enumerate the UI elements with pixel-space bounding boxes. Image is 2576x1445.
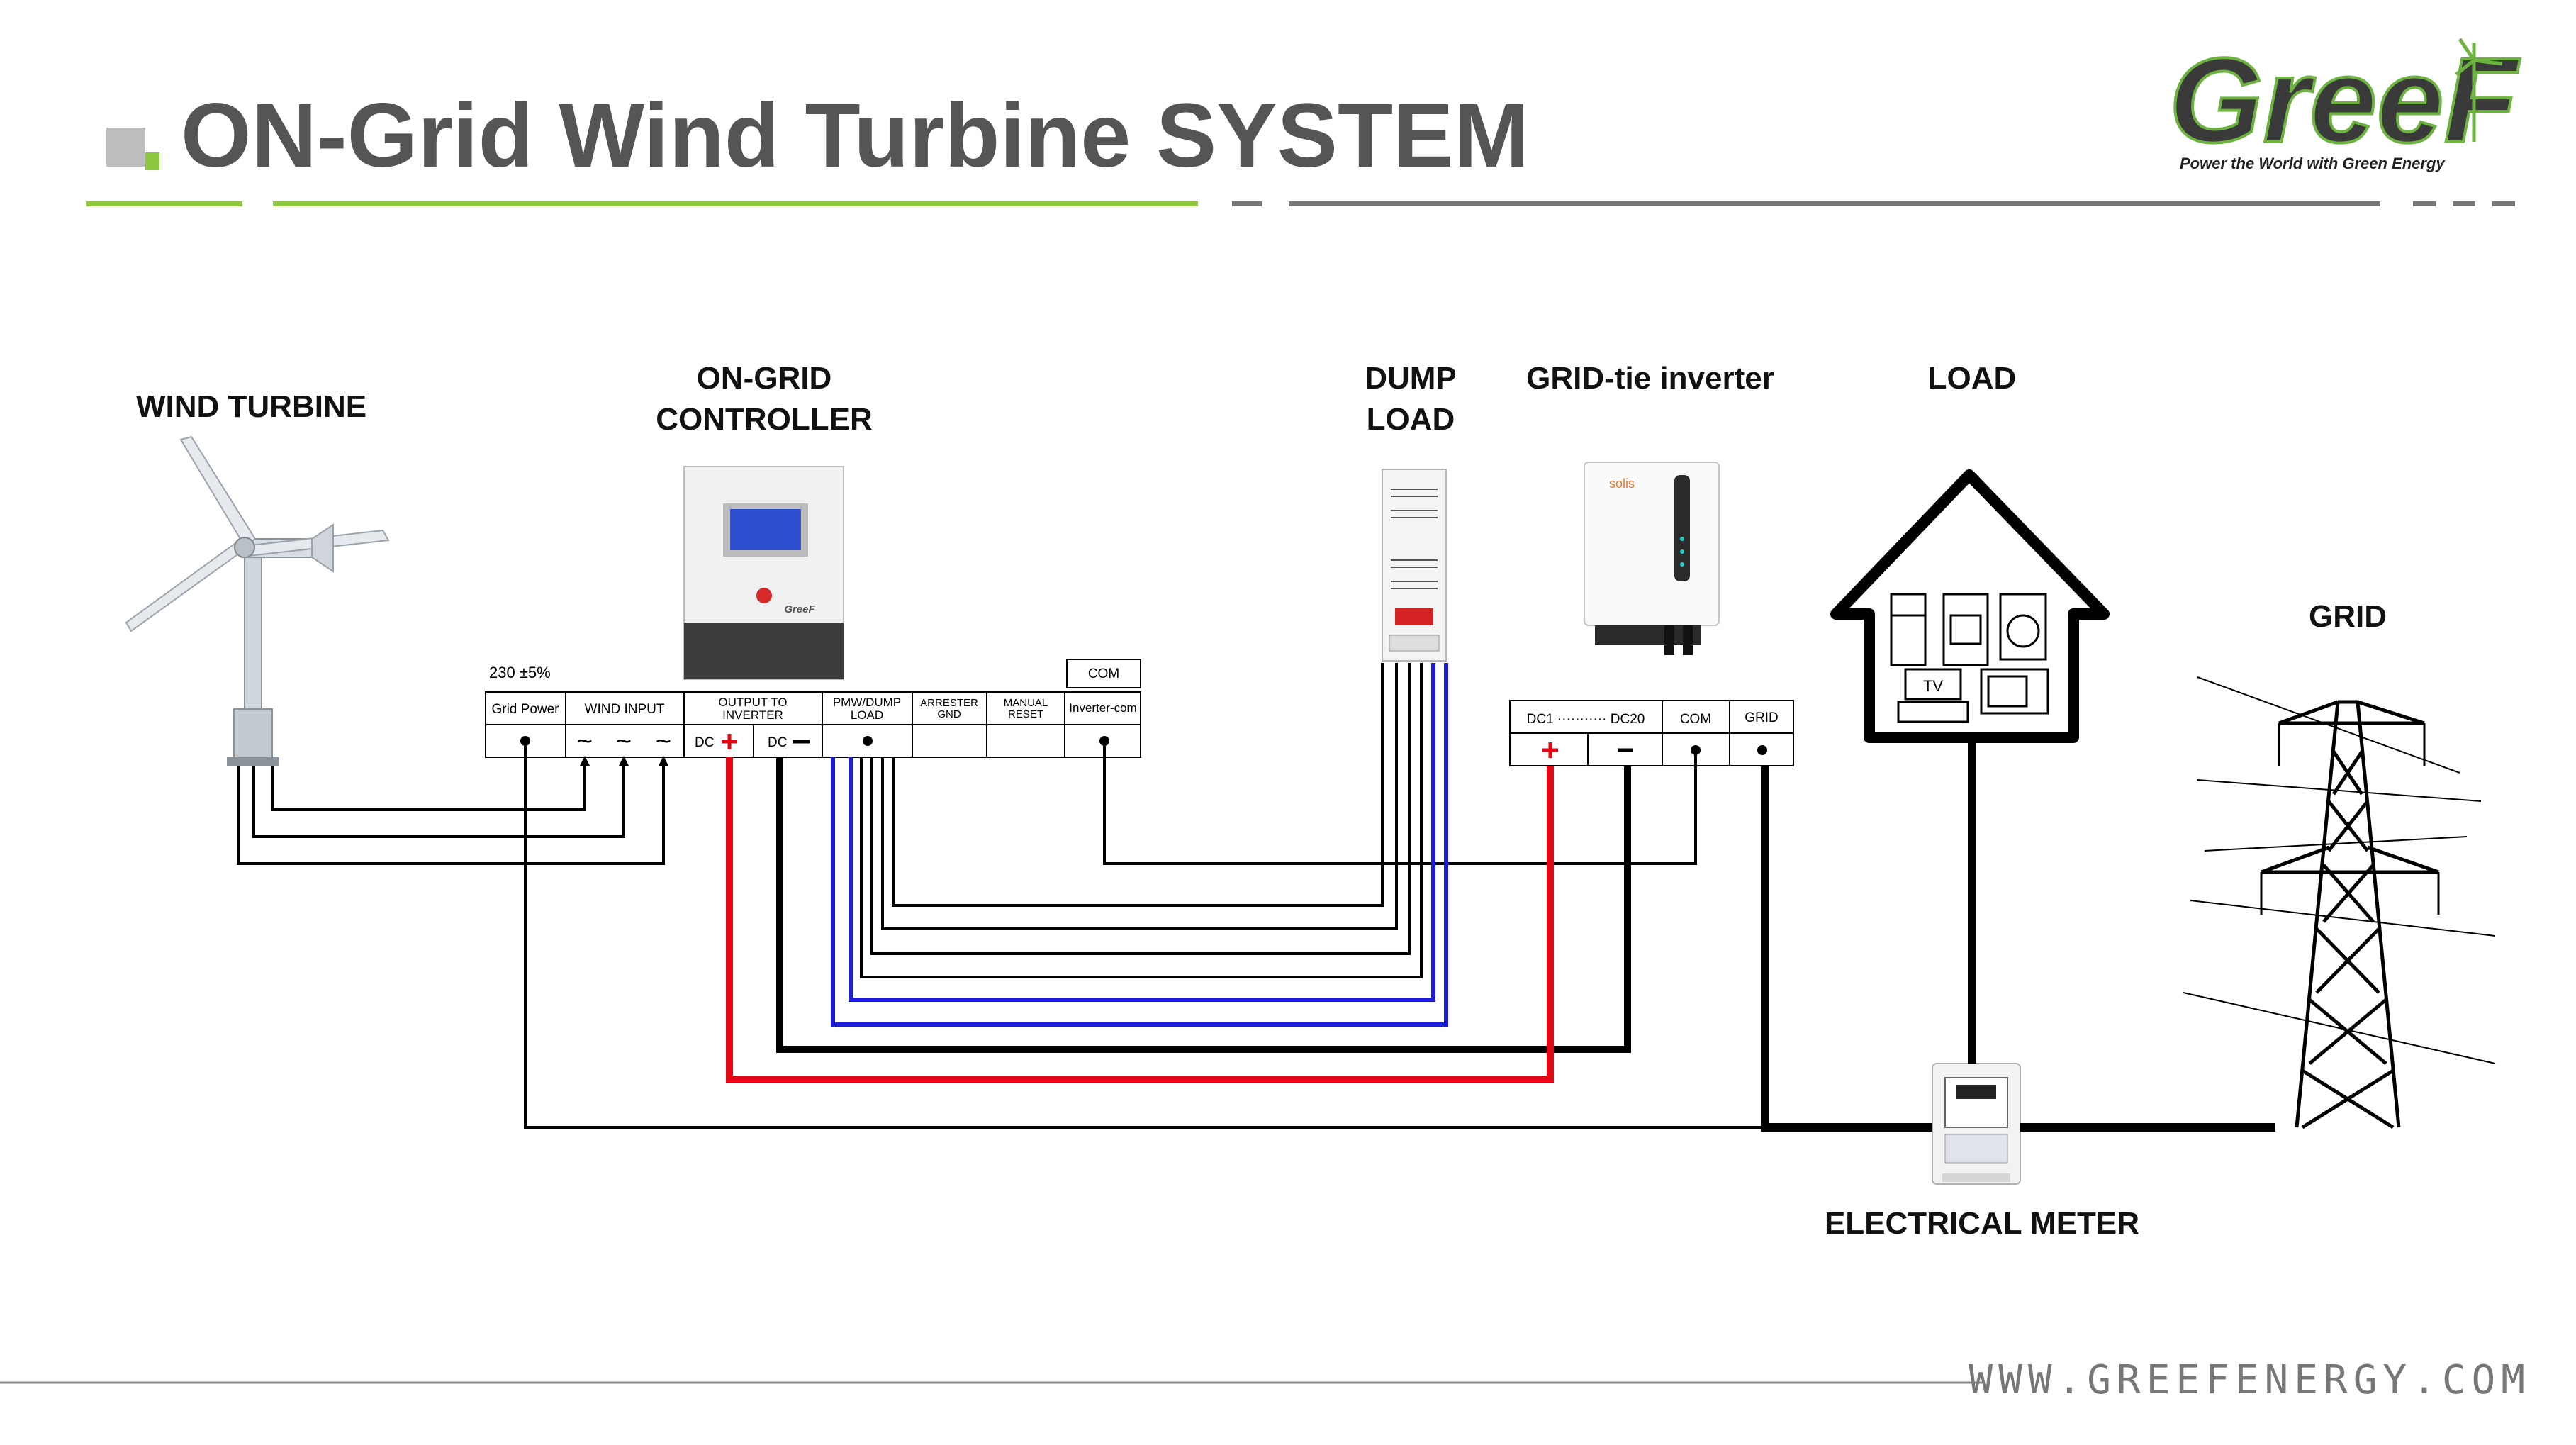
logo-turbine-icon	[2455, 38, 2503, 142]
header-rule-gray-3	[2413, 201, 2436, 206]
wire-grid-power	[524, 746, 1765, 1129]
inverter-terminal-panel: DC1 ··········· DC20 COM GRID	[1509, 700, 1794, 766]
terminal-pwm-load	[863, 736, 873, 746]
col-output-line1: OUTPUT TO	[718, 696, 787, 709]
header-rule-gray-2	[1289, 201, 2380, 206]
col-inverter-com: Inverter-com	[1069, 701, 1136, 715]
header: ON-Grid Wind Turbine SYSTEM	[86, 85, 2515, 206]
wire-dump-blue-1	[849, 663, 1435, 1002]
refrigerator-icon	[1890, 593, 1927, 666]
label-controller-line1: ON-GRID	[697, 361, 832, 396]
col-output-line2: INVERTER	[722, 708, 783, 722]
on-grid-controller-device: GreeF	[683, 466, 844, 680]
title-square-icon	[106, 128, 145, 167]
header-rule-gray-1	[1232, 201, 1262, 206]
label-controller-line2: CONTROLLER	[656, 402, 873, 437]
microwave-icon	[1980, 668, 2049, 715]
wire-wind-phase-1	[271, 760, 586, 811]
col-pwm-line2: LOAD	[851, 708, 883, 722]
col-manual-line2: RESET	[1008, 708, 1043, 720]
inverter-com-label: COM	[1680, 712, 1711, 727]
wind-turbine-icon	[125, 435, 390, 766]
col-arrester-line1: ARRESTER	[920, 697, 978, 709]
terminal-dc-plus-label: DC	[695, 735, 714, 750]
house-load-icon: TV	[1830, 469, 2110, 743]
logo-wordmark: GreeF	[2169, 33, 2520, 168]
wire-wind-phase-3	[237, 760, 665, 865]
header-rule-gray-4	[2453, 201, 2475, 206]
label-electrical-meter: ELECTRICAL METER	[1825, 1206, 2139, 1241]
dc-plus-icon	[722, 734, 737, 749]
inverter-brand: solis	[1609, 476, 1635, 491]
label-inverter: GRID-tie inverter	[1526, 361, 1774, 396]
col-wind-input: WIND INPUT	[585, 702, 665, 717]
wire-dump-black-1	[892, 663, 1384, 907]
tv-icon	[1897, 668, 1969, 723]
controller-com-box	[1066, 659, 1141, 688]
title-square-accent	[145, 152, 159, 170]
controller-power-button-icon	[756, 588, 772, 603]
header-rule-green-2	[273, 201, 1198, 206]
inverter-grid-label: GRID	[1745, 710, 1779, 725]
wire-dump-black-4	[860, 663, 1423, 978]
terminal-grid-power	[520, 736, 530, 746]
controller-brand: GreeF	[784, 603, 815, 615]
inverter-dc-range: DC1 ··········· DC20	[1527, 712, 1645, 727]
label-dump-line1: DUMP	[1365, 361, 1457, 396]
col-pwm-line1: PMW/DUMP	[833, 696, 901, 709]
terminal-wind-2: ~	[616, 727, 632, 757]
header-rule-gray-5	[2492, 201, 2515, 206]
inverter-dc-plus-icon	[1542, 742, 1558, 758]
header-rule-green-1	[86, 201, 242, 206]
wire-dump-blue-2	[831, 663, 1448, 1027]
arrow-wind-3	[659, 756, 668, 766]
dump-load-device	[1382, 469, 1447, 662]
controller-voltage: 230 ±5%	[489, 664, 551, 681]
controller-terminal-panel: 230 ±5% COM Grid Power WIND INPUT OUTPUT…	[485, 659, 1141, 758]
grid-tie-inverter-device: solis	[1584, 462, 1720, 655]
terminal-dc-minus-label: DC	[768, 735, 787, 750]
inverter-terminal-grid	[1757, 745, 1767, 755]
wire-dump-black-2	[881, 663, 1398, 930]
wire-dump-black-3	[870, 663, 1411, 955]
inverter-terminal-com	[1691, 745, 1701, 755]
col-grid-power: Grid Power	[491, 702, 559, 717]
label-dump-line2: LOAD	[1367, 402, 1455, 437]
footer: WWW.GREEFENERGY.COM	[0, 1357, 2531, 1403]
electrical-meter-device	[1932, 1063, 2021, 1185]
wire-wind-phase-2	[252, 760, 625, 838]
col-arrester-line2: GND	[937, 708, 961, 720]
terminal-inverter-com	[1099, 736, 1109, 746]
controller-com-label: COM	[1088, 666, 1119, 681]
col-manual-line1: MANUAL	[1004, 697, 1048, 709]
arrow-wind-1	[580, 756, 590, 766]
wire-dc-negative	[776, 757, 1631, 1053]
footer-url: WWW.GREEFENERGY.COM	[1969, 1357, 2531, 1403]
label-load: LOAD	[1928, 361, 2017, 396]
arrow-wind-2	[619, 756, 629, 766]
terminal-wind-3: ~	[656, 727, 671, 757]
wire-dc-positive	[726, 757, 1554, 1083]
wiring	[237, 663, 2275, 1132]
terminal-wind-1: ~	[577, 727, 593, 757]
page-title: ON-Grid Wind Turbine SYSTEM	[181, 85, 1529, 186]
tv-label: TV	[1923, 677, 1943, 695]
wire-inverter-grid-to-meter	[1761, 766, 1932, 1132]
transmission-tower-icon	[2183, 676, 2496, 1129]
label-grid: GRID	[2309, 599, 2387, 634]
label-wind-turbine: WIND TURBINE	[136, 389, 366, 424]
brand-logo: GreeF Power the World with Green Energy	[2168, 32, 2521, 172]
wire-inverter-com	[1103, 746, 1697, 865]
washing-machine-icon	[1999, 593, 2047, 661]
oven-icon	[1942, 593, 1989, 666]
logo-tagline: Power the World with Green Energy	[2180, 155, 2446, 172]
